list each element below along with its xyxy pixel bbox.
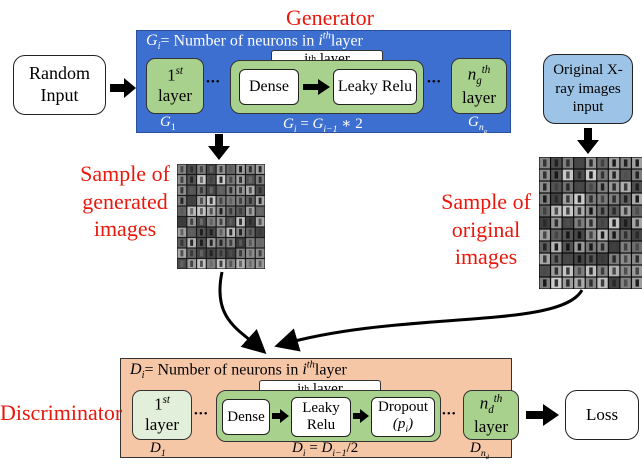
disc-first-bottom: layer — [145, 415, 179, 435]
generator-caption-end: layer — [330, 32, 363, 50]
disc-ith-i: i — [297, 380, 302, 397]
gen-first-bottom: layer — [158, 86, 192, 106]
discriminator-leaky-box: Leaky Relu — [291, 397, 351, 437]
original-input-line1: Original X- — [553, 61, 623, 78]
disc-leaky-1: Leaky — [302, 399, 340, 416]
sg-line3: images — [93, 216, 157, 241]
so-line3: images — [454, 244, 518, 269]
original-input-line2: ray images — [555, 80, 621, 97]
original-input-line3: input — [572, 99, 604, 116]
gen-first-num: 1 — [167, 65, 176, 85]
discriminator-side-label: Discriminator — [0, 400, 123, 425]
di-rhs: /2 — [346, 440, 359, 456]
generator-caption-text: = Number of neurons in — [160, 32, 315, 50]
original-images-sample — [539, 157, 642, 289]
disc-caption-end: layer — [314, 361, 347, 379]
disc-caption-text: = Number of neurons in — [144, 361, 299, 379]
generator-ellipsis-right: ••• — [427, 76, 442, 88]
original-input-box: Original X- ray images input — [543, 54, 633, 124]
so-line2: original — [451, 216, 521, 242]
arrow-disc-to-loss — [526, 404, 559, 426]
g1-letter: G — [160, 114, 171, 130]
generator-first-layer: 1st layer — [146, 58, 204, 114]
arrow-original-to-discriminator — [274, 289, 584, 352]
disc-leaky-2: Relu — [306, 417, 336, 433]
loss-box: Loss — [565, 390, 639, 440]
discriminator-dropout-box: Dropout (pi) — [371, 397, 435, 437]
disc-dropout-1: Dropout — [378, 398, 428, 415]
discriminator-last-layer: ndth layer — [463, 390, 519, 440]
generator-gi-formula: Gi = Gi−1 ∗ 2 — [283, 116, 363, 135]
discriminator-di-formula: Di = Di−1/2 — [292, 440, 359, 459]
random-input-line2: Input — [40, 85, 79, 105]
random-input-box: Random Input — [13, 55, 106, 115]
discriminator-first-layer: 1st layer — [132, 390, 192, 440]
arrow-random-to-generator — [110, 78, 136, 98]
disc-first-sup: st — [162, 394, 170, 407]
gen-last-bottom: layer — [462, 87, 496, 107]
so-line1: Sample of — [441, 189, 531, 214]
disc-first-num: 1 — [154, 394, 163, 414]
arrow-generator-to-sample — [208, 134, 230, 160]
discriminator-ellipsis-left: ••• — [194, 408, 209, 420]
generator-ellipsis-left: ••• — [206, 76, 221, 88]
generator-title: Generator — [286, 5, 374, 30]
gen-first-sup: st — [175, 65, 183, 78]
gen-ith-i: i — [304, 50, 309, 67]
sample-original-label: Sample of original images — [440, 188, 532, 271]
discriminator-dense-box: Dense — [222, 399, 270, 435]
sg-line2: generated — [82, 188, 168, 214]
discriminator-dnd-label: Dnd — [470, 440, 489, 461]
generator-g1-label: G1 — [160, 114, 176, 133]
generator-leaky-box: Leaky Relu — [333, 69, 417, 105]
sg-line1: Sample of — [80, 161, 170, 186]
sample-generated-label: Sample of generated images — [80, 160, 170, 243]
generator-gng-label: Gng — [468, 114, 487, 135]
discriminator-d1-label: D1 — [150, 440, 166, 459]
generator-neurons-caption: Gi= Number of neurons in ithlayer — [146, 31, 363, 53]
discriminator-ellipsis-right: ••• — [442, 408, 457, 420]
arrow-original-to-sample — [577, 128, 599, 154]
generator-dense-box: Dense — [239, 69, 299, 105]
arrow-generated-to-discriminator — [218, 271, 267, 355]
disc-last-bottom: layer — [474, 416, 508, 436]
generator-last-layer: ngth layer — [451, 58, 507, 114]
discriminator-neurons-caption: Di= Number of neurons in ithlayer — [130, 360, 347, 382]
random-input-line1: Random — [29, 63, 90, 84]
gi-rhs: ∗ 2 — [341, 116, 363, 132]
generated-images-sample — [177, 164, 265, 269]
